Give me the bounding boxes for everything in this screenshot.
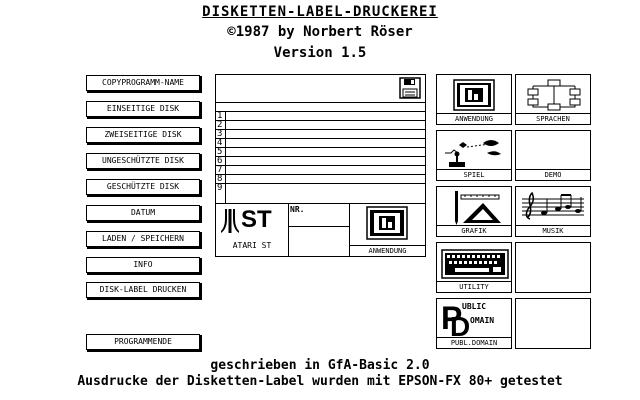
game-joystick-icon bbox=[445, 140, 501, 167]
category-public-domain[interactable]: P D UBLIC OMAIN PUBL.DOMAIN bbox=[436, 298, 512, 349]
footer-printer-note: Ausdrucke der Disketten-Label wurden mit… bbox=[77, 374, 563, 389]
atari-fuji-logo-icon bbox=[221, 209, 239, 233]
label-line-number: 5 bbox=[217, 147, 223, 157]
label-line-number: 8 bbox=[217, 174, 223, 184]
pd-logo-icon: P bbox=[441, 300, 463, 336]
print-disk-label-button[interactable]: DISK-LABEL DRUCKEN bbox=[86, 282, 202, 300]
category-empty-1[interactable] bbox=[515, 242, 591, 293]
quit-program-button[interactable]: PROGRAMMENDE bbox=[86, 334, 202, 352]
double-sided-disk-button[interactable]: ZWEISEITIGE DISK bbox=[86, 127, 202, 145]
category-musik[interactable]: MUSIK bbox=[515, 186, 591, 237]
category-icon-preview: ANWENDUNG bbox=[350, 203, 425, 256]
disk-number-label: NR. bbox=[290, 205, 305, 214]
icon-caption: ANWENDUNG bbox=[368, 247, 407, 255]
info-button[interactable]: INFO bbox=[86, 257, 202, 275]
category-spiel[interactable]: SPIEL bbox=[436, 130, 512, 181]
category-empty-2[interactable] bbox=[515, 298, 591, 349]
flowchart-icon bbox=[527, 79, 581, 111]
application-icon bbox=[453, 79, 495, 111]
category-label: UTILITY bbox=[459, 283, 489, 291]
disk-label-preview: 1 2 3 4 5 6 7 8 9 ST ATARI ST NR. ANWEND… bbox=[215, 74, 426, 257]
label-line-number: 6 bbox=[217, 156, 223, 166]
computer-keyboard-icon bbox=[441, 249, 509, 279]
application-icon bbox=[366, 206, 408, 240]
category-label: PUBL.DOMAIN bbox=[450, 339, 498, 347]
app-title: DISKETTEN-LABEL-DRUCKEREI bbox=[202, 4, 438, 20]
date-button[interactable]: DATUM bbox=[86, 205, 202, 223]
unprotected-disk-button[interactable]: UNGESCHÜTZTE DISK bbox=[86, 153, 202, 171]
category-anwendung[interactable]: ANWENDUNG bbox=[436, 74, 512, 125]
single-sided-disk-button[interactable]: EINSEITIGE DISK bbox=[86, 101, 202, 119]
footer-credit: geschrieben in GfA-Basic 2.0 bbox=[210, 358, 430, 373]
category-label: SPIEL bbox=[463, 171, 485, 179]
pd-domain-text: OMAIN bbox=[470, 316, 495, 325]
category-sprachen[interactable]: SPRACHEN bbox=[515, 74, 591, 125]
drawing-tools-icon bbox=[455, 191, 501, 225]
pd-public-text: UBLIC bbox=[462, 302, 487, 311]
copy-program-name-button[interactable]: COPYPROGRAMM-NAME bbox=[86, 75, 202, 93]
label-line-number: 7 bbox=[217, 165, 223, 175]
copyright-text: ©1987 by Norbert Röser bbox=[227, 24, 413, 40]
floppy-disk-icon bbox=[399, 77, 421, 99]
label-line-number: 1 bbox=[217, 111, 223, 121]
category-label: SPRACHEN bbox=[536, 115, 570, 123]
label-line-number: 4 bbox=[217, 138, 223, 148]
category-label: GRAFIK bbox=[461, 227, 487, 235]
version-text: Version 1.5 bbox=[273, 45, 367, 61]
atari-logo-box: ST ATARI ST bbox=[216, 203, 289, 256]
label-line-number: 9 bbox=[217, 183, 223, 193]
category-label: DEMO bbox=[544, 171, 562, 179]
protected-disk-button[interactable]: GESCHÜTZTE DISK bbox=[86, 179, 202, 197]
atari-st-logo-text: ST bbox=[241, 206, 272, 233]
category-demo[interactable]: DEMO bbox=[515, 130, 591, 181]
atari-caption: ATARI ST bbox=[232, 241, 272, 250]
music-notes-icon bbox=[522, 191, 584, 220]
pd-logo-d: D bbox=[450, 311, 471, 342]
category-utility[interactable]: UTILITY bbox=[436, 242, 512, 293]
load-save-button[interactable]: LADEN / SPEICHERN bbox=[86, 231, 202, 249]
category-label: MUSIK bbox=[542, 227, 564, 235]
label-line-number: 3 bbox=[217, 129, 223, 139]
category-label: ANWENDUNG bbox=[455, 115, 493, 123]
label-line-number: 2 bbox=[217, 120, 223, 130]
category-grafik[interactable]: GRAFIK bbox=[436, 186, 512, 237]
